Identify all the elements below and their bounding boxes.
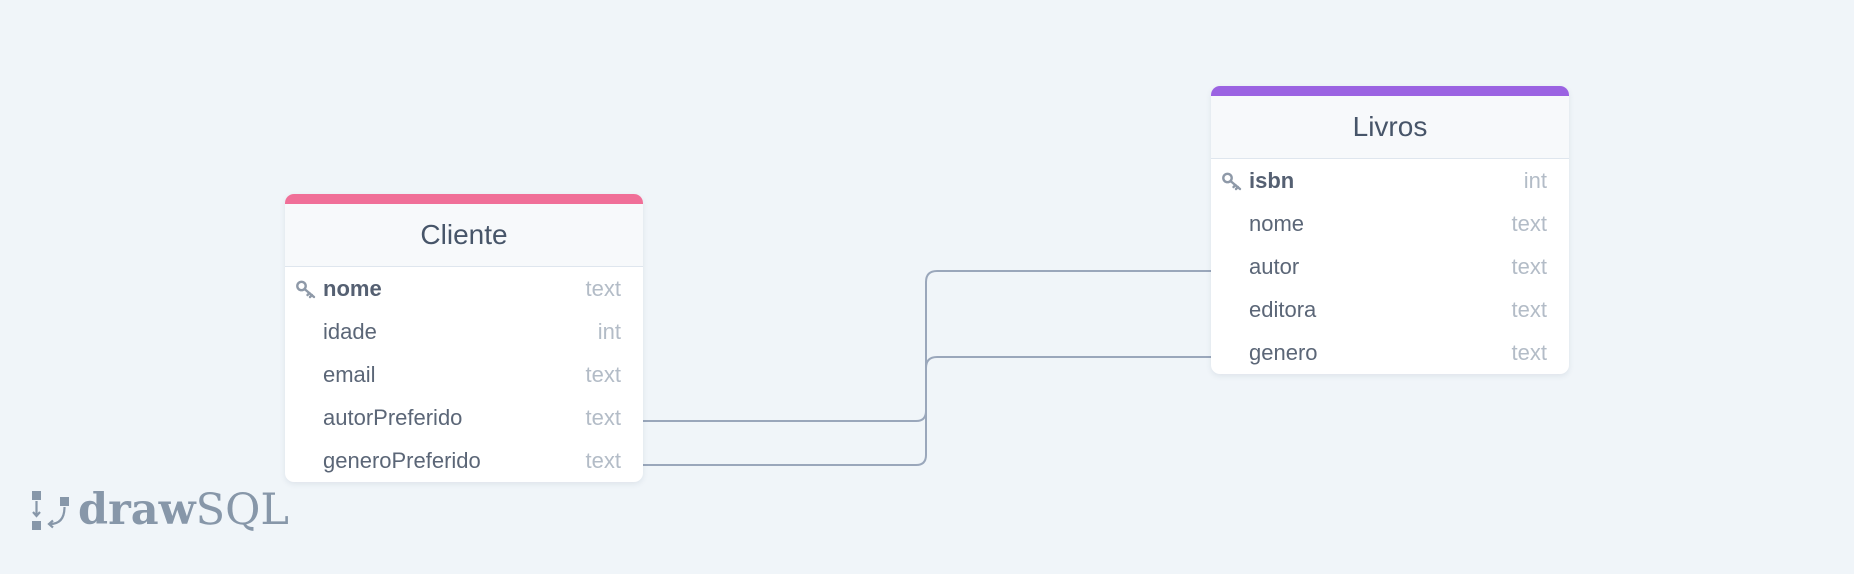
field-type: text [1511,296,1547,322]
field-row[interactable]: generoPreferido text [285,439,643,482]
field-row[interactable]: autorPreferido text [285,396,643,439]
field-row[interactable]: nome text [1211,202,1569,245]
field-name: genero [1249,339,1318,365]
relationship-autor[interactable] [643,270,1211,422]
field-row[interactable]: editora text [1211,288,1569,331]
field-row[interactable]: autor text [1211,245,1569,288]
table-title[interactable]: Livros [1211,96,1569,159]
field-name: idade [323,318,377,344]
field-type: int [1523,167,1547,193]
field-name: autorPreferido [323,404,463,430]
key-icon [1222,172,1242,191]
field-type: text [1511,339,1547,365]
field-row[interactable]: isbn int [1211,159,1569,202]
logo-word-draw: draw [78,485,196,535]
drawsql-logo-icon [32,491,69,530]
field-name: generoPreferido [323,447,481,473]
field-type: text [585,404,621,430]
key-icon [296,280,316,299]
field-row[interactable]: nome text [285,267,643,310]
table-accent-bar [1211,86,1569,96]
field-name: isbn [1249,167,1295,193]
field-type: text [585,275,621,301]
table-cliente[interactable]: Cliente nome text idade int email text a… [285,194,643,482]
table-livros[interactable]: Livros isbn int nome text autor text edi… [1211,86,1569,374]
field-name: editora [1249,296,1317,322]
field-type: int [597,318,621,344]
field-type: text [585,447,621,473]
field-type: text [585,361,621,387]
field-row[interactable]: email text [285,353,643,396]
logo-word-sql: SQL [195,485,289,535]
table-accent-bar [285,194,643,204]
table-title[interactable]: Cliente [285,204,643,267]
relationship-genero[interactable] [643,356,1211,466]
field-type: text [1511,253,1547,279]
field-type: text [1511,210,1547,236]
drawsql-logo: draw SQL [30,488,289,532]
field-row[interactable]: idade int [285,310,643,353]
field-name: nome [323,275,382,301]
field-name: nome [1249,210,1305,236]
field-name: email [323,361,376,387]
field-row[interactable]: genero text [1211,331,1569,374]
field-name: autor [1249,253,1300,279]
